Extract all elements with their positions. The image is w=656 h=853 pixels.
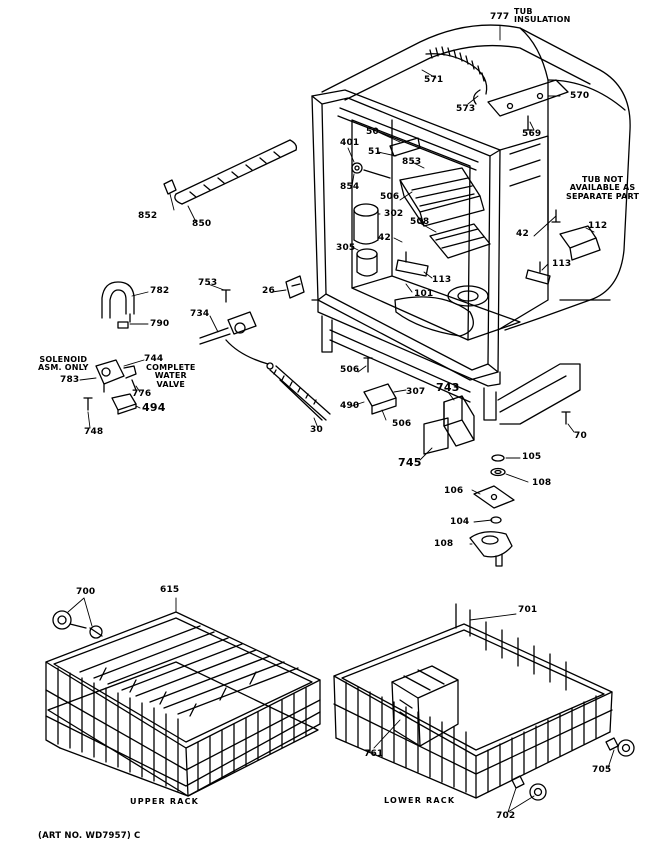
caption-lower-rack: LOWER RACK: [384, 796, 456, 805]
part-label: 51: [368, 147, 381, 157]
part-label: 70: [574, 431, 587, 441]
part-label: 508: [410, 217, 430, 227]
part-label: 777: [490, 12, 510, 22]
note-tub-not-available: TUB NOT AVAILABLE AS SEPARATE PART: [566, 175, 640, 201]
part-label: 573: [456, 104, 476, 114]
caption-upper-rack: UPPER RACK: [130, 797, 200, 806]
part-label: 748: [84, 427, 104, 437]
note-line: COMPLETE: [146, 363, 196, 372]
part-label: 569: [522, 129, 542, 139]
part-label: 305: [336, 243, 356, 253]
part-label: 570: [570, 91, 590, 101]
part-label: 705: [592, 765, 612, 775]
art-number: (ART NO. WD7957) C: [38, 831, 141, 841]
part-label: 112: [588, 221, 608, 231]
note-line: WATER: [154, 371, 187, 381]
part-label: 745: [398, 456, 422, 469]
tub-assembly: [311, 24, 631, 425]
part-label: 42: [516, 229, 529, 239]
part-label: 26: [262, 286, 275, 296]
part-label: 700: [76, 587, 96, 597]
part-label: 106: [444, 486, 464, 496]
note-line: INSULATION: [514, 15, 571, 25]
part-label: 307: [406, 387, 426, 397]
center-lower-parts: [363, 357, 571, 567]
part-label: 761: [364, 749, 384, 759]
part-label: 743: [436, 381, 460, 394]
part-label: 113: [552, 259, 572, 269]
part-label: 506: [380, 192, 400, 202]
part-label: 854: [340, 182, 360, 192]
part-label: 42: [378, 233, 391, 243]
note-line: ASM. ONLY: [38, 363, 89, 373]
part-label: 108: [434, 539, 454, 549]
part-label: 701: [518, 605, 538, 615]
part-label: 734: [190, 309, 210, 319]
part-label: 506: [340, 365, 360, 375]
note-line: SOLENOID: [39, 355, 88, 364]
part-label: 113: [432, 275, 452, 285]
part-label: 401: [340, 138, 360, 148]
note-tub-insulation: TUB INSULATION: [514, 7, 571, 25]
note-line: VALVE: [156, 379, 186, 389]
note-line: SEPARATE PART: [566, 191, 640, 201]
left-parts: [83, 139, 331, 421]
part-label: 571: [424, 75, 444, 85]
part-label: 104: [450, 517, 470, 527]
part-label: 850: [192, 219, 212, 229]
part-label: 782: [150, 286, 170, 296]
part-label: 506: [392, 419, 412, 429]
upper-rack: [45, 610, 321, 797]
part-label: 101: [414, 289, 434, 299]
part-label: 852: [138, 211, 158, 221]
note-solenoid: SOLENOID ASM. ONLY: [38, 355, 89, 373]
part-label: 702: [496, 811, 516, 821]
part-label: 490: [340, 401, 360, 411]
note-line: TUB: [514, 7, 533, 16]
part-label: 753: [198, 278, 218, 288]
part-label: 494: [142, 401, 166, 414]
part-label: 783: [60, 375, 80, 385]
leader-lines: [67, 25, 615, 813]
part-label: 30: [310, 425, 323, 435]
part-label: 744: [144, 354, 164, 364]
part-label: 108: [532, 478, 552, 488]
part-label: 105: [522, 452, 542, 462]
lower-rack: [333, 603, 635, 801]
note-line: TUB NOT: [581, 175, 624, 184]
note-line: AVAILABLE AS: [569, 183, 636, 193]
part-label: 776: [132, 389, 152, 399]
part-label: 615: [160, 585, 180, 595]
part-label: 790: [150, 319, 170, 329]
part-label: 302: [384, 209, 404, 219]
part-label: 50: [366, 127, 379, 137]
note-water-valve: COMPLETE WATER VALVE: [146, 363, 196, 389]
part-label: 853: [402, 157, 422, 167]
